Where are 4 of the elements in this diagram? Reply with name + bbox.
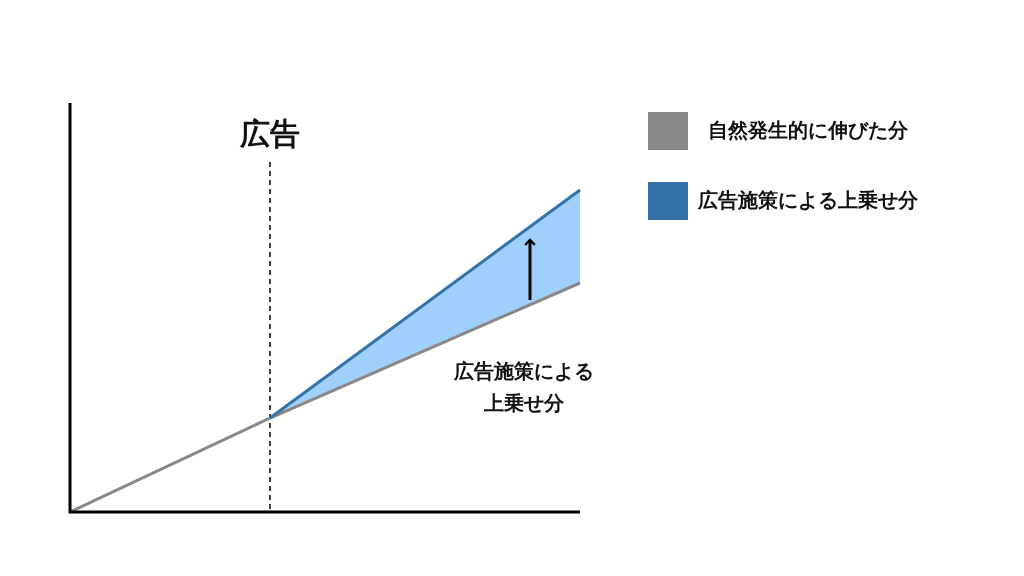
- marker-label: 広告: [239, 115, 301, 153]
- annotation-label: 広告施策による上乗せ分: [453, 358, 595, 417]
- legend-label: 広告施策による上乗せ分: [698, 187, 918, 214]
- legend-label: 自然発生的に伸びた分: [708, 117, 908, 144]
